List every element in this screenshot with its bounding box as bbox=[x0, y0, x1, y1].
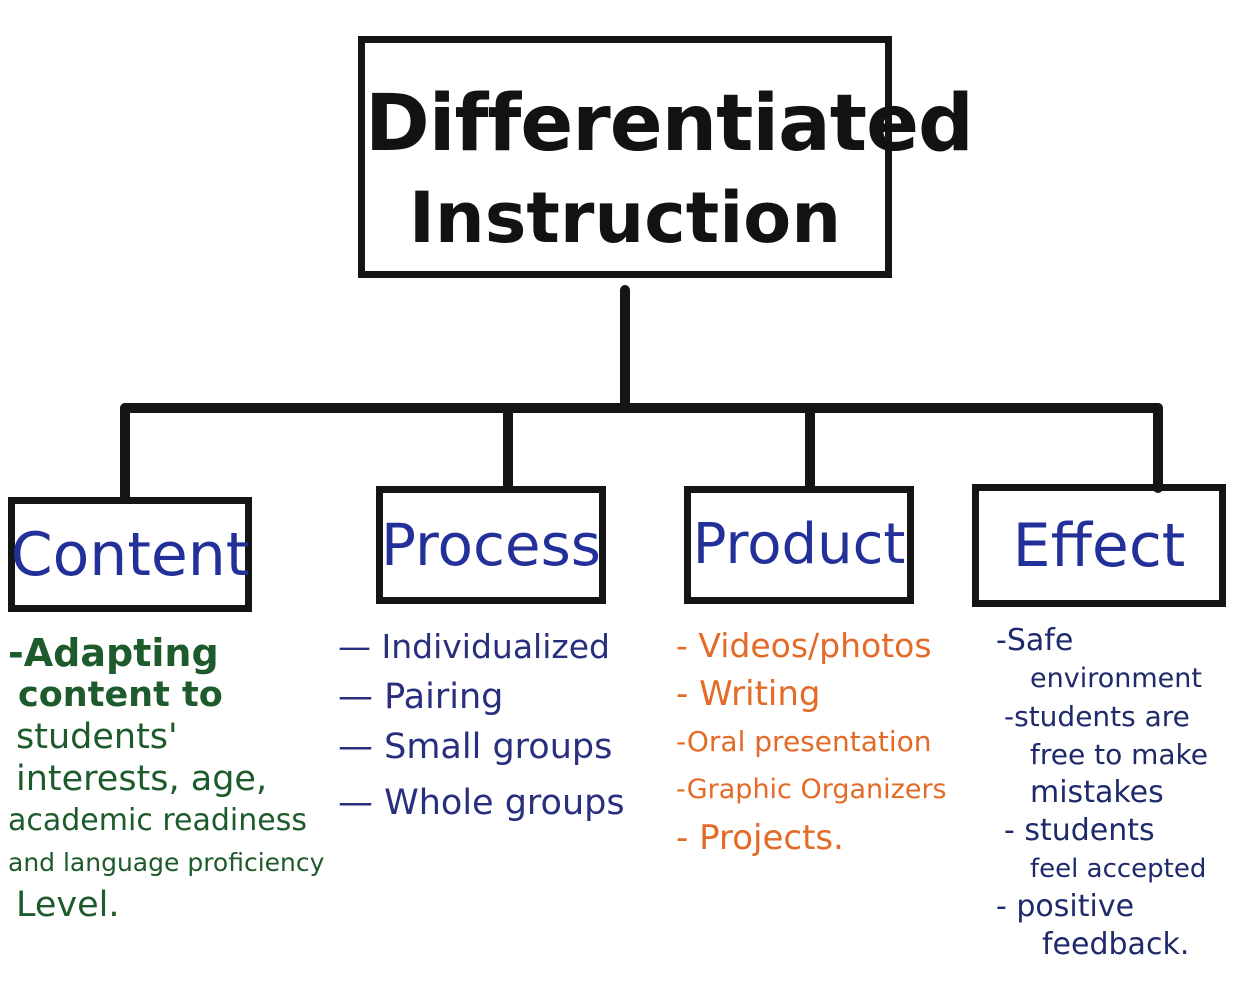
root-title-line1: Differentiated bbox=[365, 79, 974, 169]
content-item: Level. bbox=[16, 885, 120, 925]
product-item: -Graphic Organizers bbox=[676, 774, 947, 805]
category-label-effect: Effect bbox=[1012, 510, 1186, 581]
root-node: Differentiated Instruction bbox=[358, 36, 974, 278]
content-item: students' bbox=[16, 717, 178, 757]
process-item: — Whole groups bbox=[338, 783, 625, 823]
content-item: content to bbox=[18, 675, 223, 715]
content-item: interests, age, bbox=[16, 759, 268, 799]
effect-item: free to make bbox=[1030, 738, 1208, 771]
effect-item: feedback. bbox=[1042, 927, 1190, 962]
effect-item: environment bbox=[1030, 663, 1202, 694]
process-item: — Individualized bbox=[338, 627, 610, 666]
effect-item: -students are bbox=[1004, 700, 1190, 733]
category-box-product: Product bbox=[684, 486, 914, 604]
process-item: — Pairing bbox=[338, 677, 504, 717]
process-item: — Small groups bbox=[338, 727, 613, 767]
category-box-process: Process bbox=[376, 486, 606, 604]
category-label-product: Product bbox=[692, 512, 906, 577]
product-list: - Videos/photos - Writing -Oral presenta… bbox=[676, 622, 947, 862]
content-item: and language proficiency bbox=[8, 848, 325, 877]
effect-item: - students bbox=[1004, 813, 1155, 848]
category-box-content: Content bbox=[8, 497, 252, 612]
category-label-process: Process bbox=[380, 511, 602, 579]
category-label-content: Content bbox=[10, 519, 250, 590]
effect-list: -Safe environment -students are free to … bbox=[996, 622, 1208, 964]
product-item: - Writing bbox=[676, 674, 821, 714]
effect-item: -Safe bbox=[996, 623, 1074, 658]
effect-item: mistakes bbox=[1030, 775, 1164, 810]
process-list: — Individualized — Pairing — Small group… bbox=[338, 622, 625, 828]
product-item: - Videos/photos bbox=[676, 626, 932, 665]
content-list: -Adapting content to students' interests… bbox=[8, 632, 324, 926]
category-box-effect: Effect bbox=[972, 484, 1226, 607]
root-title-line2: Instruction bbox=[408, 177, 842, 259]
content-item: academic readiness bbox=[8, 803, 307, 838]
effect-item: feel accepted bbox=[1030, 854, 1207, 884]
effect-item: - positive bbox=[996, 889, 1135, 924]
product-item: - Projects. bbox=[676, 818, 844, 858]
product-item: -Oral presentation bbox=[676, 725, 932, 758]
content-item: -Adapting bbox=[8, 631, 219, 675]
